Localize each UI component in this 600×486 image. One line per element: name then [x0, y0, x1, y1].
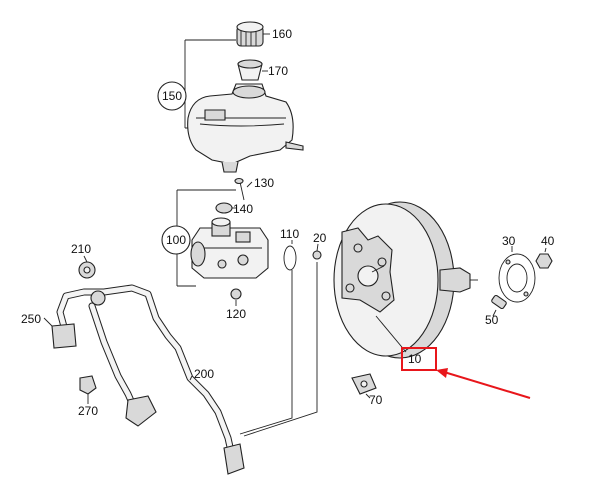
highlight-arrowhead — [436, 368, 448, 378]
nut-120 — [230, 288, 242, 300]
vacuum-hose-200 — [51, 284, 245, 475]
brake-booster — [333, 201, 478, 359]
label-70: 70 — [369, 393, 383, 407]
label-150-circle — [157, 81, 187, 111]
brake-fluid-reservoir — [187, 83, 304, 173]
highlight-box — [401, 347, 437, 371]
label-140: 140 — [233, 202, 253, 216]
clip-270 — [79, 375, 97, 404]
gasket-30 — [498, 253, 536, 303]
washer-20 — [312, 250, 322, 260]
label-40: 40 — [541, 234, 555, 248]
reservoir-cap-160 — [236, 21, 264, 47]
master-cylinder — [190, 217, 269, 279]
label-270: 270 — [78, 404, 98, 418]
grommet-210 — [78, 261, 96, 279]
highlight-arrow — [443, 371, 531, 399]
label-100: 100 — [166, 233, 186, 247]
pin-50 — [491, 294, 507, 310]
label-160: 160 — [272, 27, 292, 41]
bracket-70 — [351, 373, 377, 395]
label-150: 150 — [162, 89, 182, 103]
label-250: 250 — [21, 312, 41, 326]
seal-140 — [215, 202, 233, 214]
label-10: 10 — [408, 352, 422, 366]
label-120: 120 — [226, 307, 246, 321]
label-130: 130 — [254, 176, 274, 190]
label-100-circle — [161, 225, 191, 255]
nut-40 — [535, 253, 553, 269]
label-110: 110 — [280, 227, 299, 241]
label-30: 30 — [502, 234, 516, 248]
label-50: 50 — [485, 313, 499, 327]
o-ring-110 — [283, 245, 297, 271]
filter-170 — [237, 59, 263, 81]
screw-130 — [234, 177, 245, 201]
label-200: 200 — [194, 367, 214, 381]
label-20: 20 — [313, 231, 327, 245]
label-210: 210 — [71, 242, 91, 256]
label-170: 170 — [268, 64, 288, 78]
